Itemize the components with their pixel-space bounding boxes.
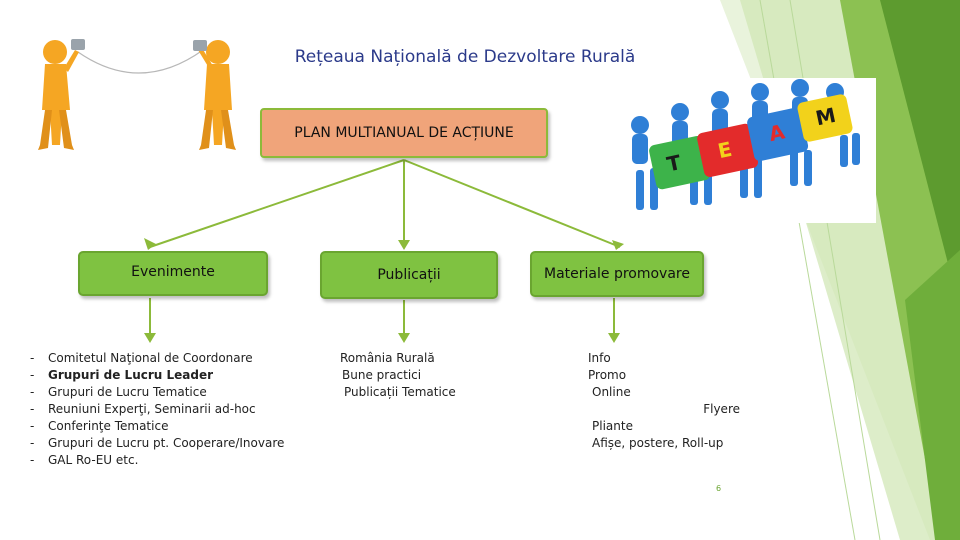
events-list: -Comitetul Naţional de Coordonare -Grupu… [30,350,284,469]
list-item: Afișe, postere, Roll-up [592,436,724,450]
connector-arrowheads [144,238,624,343]
plan-box: PLAN MULTIANUAL DE ACȚIUNE [260,108,548,158]
list-item: -Grupuri de Lucru Leader [30,368,214,382]
page-title: Rețeaua Națională de Dezvoltare Rurală [294,47,636,67]
puzzle-letter: M [813,103,837,131]
puzzle-letter: E [716,137,734,163]
list-item: Publicații Tematice [344,385,456,399]
events-label: Evenimente [131,264,215,280]
puzzle-letter: T [665,150,684,176]
list-item: Flyere [703,402,740,416]
list-item: Bune practici [342,368,422,382]
list-item: România Rurală [340,351,435,365]
list-item: Info [588,351,611,365]
list-item: -Reuniuni Experţi, Seminarii ad-hoc [30,402,256,416]
plan-label: PLAN MULTIANUAL DE ACȚIUNE [294,125,514,141]
page-number: 6 [716,484,722,493]
puzzle-letter: A [767,119,788,146]
materials-list-online: Info Promo Online [588,350,631,401]
list-item: Promo [588,368,627,382]
materials-box: Materiale promovare [530,251,704,297]
list-item: -Grupuri de Lucru Tematice [30,385,207,399]
materials-list-print: Flyere Pliante Afișe, postere, Roll-up [590,401,740,452]
list-item: -Grupuri de Lucru pt. Cooperare/Inovare [30,436,285,450]
materials-label: Materiale promovare [544,265,690,282]
list-item: Online [592,385,631,399]
list-item: Pliante [592,419,633,433]
telephone-figures-illustration [38,39,236,150]
list-item: -GAL Ro-EU etc. [30,453,139,467]
publications-box: Publicații [320,251,498,299]
publications-list: România Rurală Bune practici Publicații … [340,350,456,401]
connector-lines [149,159,621,340]
list-item: -Conferinţe Tematice [30,419,169,433]
events-box: Evenimente [78,251,268,296]
list-item: -Comitetul Naţional de Coordonare [30,351,253,365]
publications-label: Publicații [377,266,441,283]
team-puzzle-illustration: T E A M [614,78,876,223]
